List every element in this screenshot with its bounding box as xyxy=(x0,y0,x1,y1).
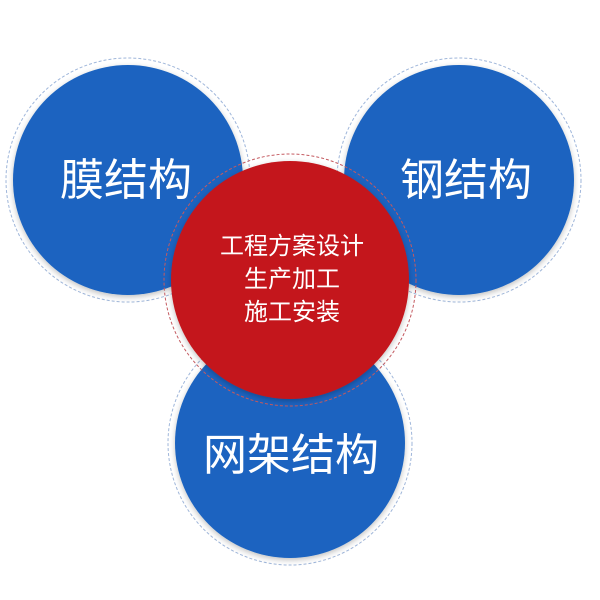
steel-structure-circle: 钢结构 xyxy=(336,57,582,303)
center-outer-ring xyxy=(163,153,417,407)
space-frame-disc xyxy=(175,328,405,558)
space-frame-structure-circle: 网架结构 xyxy=(167,320,413,566)
steel-outer-ring xyxy=(336,57,582,303)
center-line-installation: 施工安装 xyxy=(244,298,340,326)
membrane-structure-label: 膜结构 xyxy=(60,155,192,206)
center-line-design: 工程方案设计 xyxy=(220,232,364,260)
center-line-production: 生产加工 xyxy=(244,265,340,293)
space-frame-outer-ring xyxy=(167,320,413,566)
space-frame-structure-label: 网架结构 xyxy=(203,430,379,481)
center-service-circle: 工程方案设计 生产加工 施工安装 xyxy=(163,153,417,407)
steel-disc xyxy=(344,65,574,295)
steel-structure-label: 钢结构 xyxy=(400,155,532,206)
center-disc xyxy=(171,161,409,399)
